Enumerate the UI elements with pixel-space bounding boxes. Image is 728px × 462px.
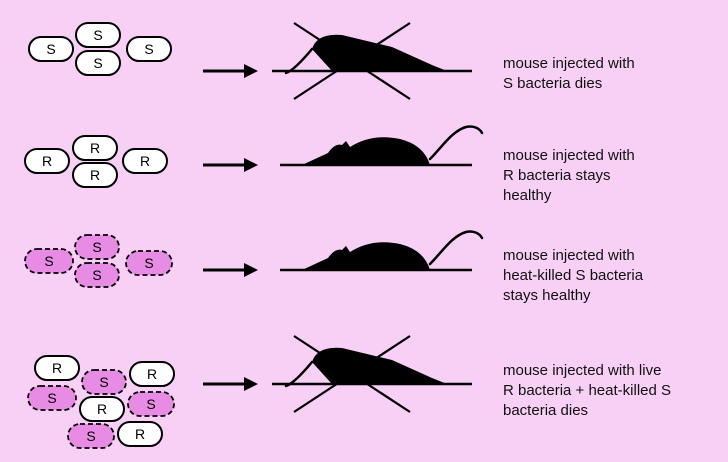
bacterium-r-live: R [73,136,117,160]
bacterium-r-live: R [123,149,167,173]
bacterium-label: R [42,153,52,169]
bacterium-r-live: R [25,149,69,173]
bacterium-label: S [146,396,155,412]
bacterium-r-live: R [130,362,174,386]
bacterium-label: R [97,401,107,417]
bacterium-label: S [93,55,102,71]
bacterium-s-live: S [76,51,120,75]
bacterium-s-heat-killed: S [68,424,114,448]
bacterium-label: R [90,140,100,156]
bacterium-label: S [47,390,56,406]
bacterium-s-heat-killed: S [128,392,174,416]
bacterium-label: S [144,41,153,57]
bacterium-s-heat-killed: S [126,251,172,275]
bacterium-label: S [86,428,95,444]
bacterium-label: S [46,41,55,57]
bacterium-s-live: S [127,37,171,61]
bacterium-label: S [44,253,53,269]
bacterium-label: S [99,374,108,390]
bacterium-r-live: R [118,422,162,446]
bacterium-s-heat-killed: S [28,386,76,410]
bacterium-label: S [93,27,102,43]
bacterium-s-live: S [29,37,73,61]
bacterium-label: R [140,153,150,169]
bacterium-s-heat-killed: S [75,235,119,259]
bacterium-label: R [147,366,157,382]
bacterium-label: R [52,360,62,376]
bacterium-label: S [92,239,101,255]
bacterium-s-live: S [76,23,120,47]
bacterium-r-live: R [80,397,124,421]
bacterium-label: S [144,255,153,271]
bacterium-s-heat-killed: S [75,263,119,287]
bacterium-r-live: R [35,356,79,380]
bacterium-s-heat-killed: S [25,249,73,273]
bacterium-r-live: R [73,163,117,187]
bacterium-label: R [90,167,100,183]
bacterium-s-heat-killed: S [82,370,126,394]
bacterium-label: S [92,267,101,283]
bacterium-label: R [135,426,145,442]
